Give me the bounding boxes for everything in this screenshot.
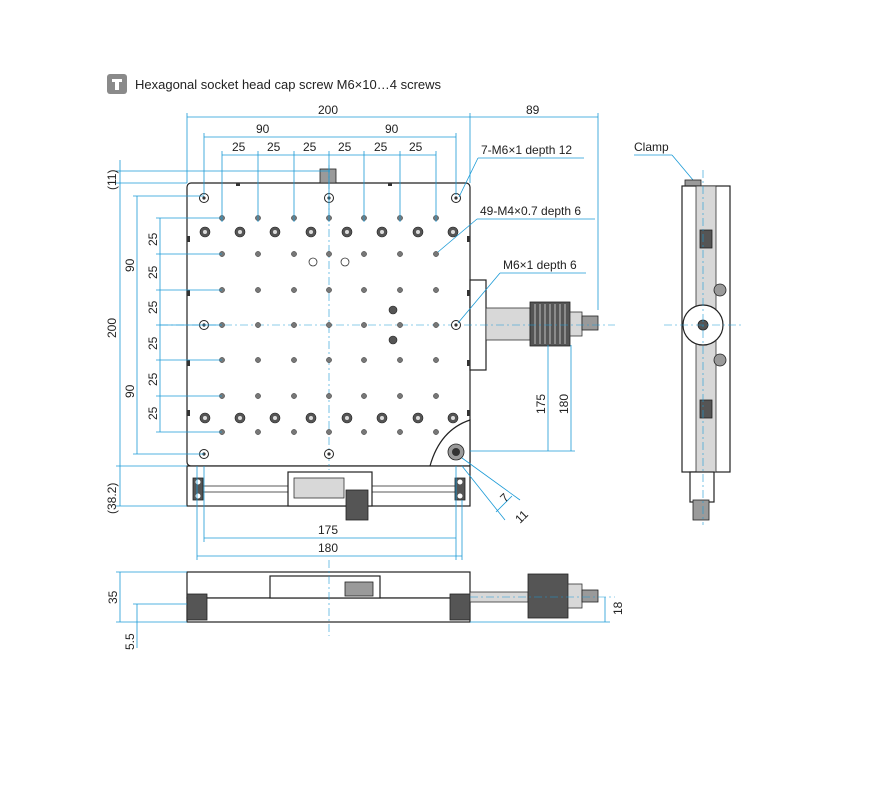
micrometer-knob — [581, 315, 599, 331]
dim-knob-height: 18 — [611, 601, 625, 615]
dim-vpitch-1: 25 — [146, 232, 160, 246]
dims-top: 200 89 90 90 25 25 25 25 25 25 — [186, 103, 599, 310]
m4-hole — [397, 322, 403, 328]
m4-hole — [433, 357, 439, 363]
dim-vpitch-5: 25 — [146, 372, 160, 386]
m4-hole — [433, 322, 439, 328]
m4-hole — [397, 357, 403, 363]
m4-hole — [255, 357, 261, 363]
dims-bottom: 175 180 — [196, 466, 463, 560]
dim-travel-175: 175 — [318, 523, 338, 537]
m4-hole — [326, 287, 332, 293]
dim-span-lower: 90 — [123, 384, 137, 398]
dim-pitch-1: 25 — [232, 140, 246, 154]
top-knob — [319, 168, 337, 184]
m4-hole — [361, 357, 367, 363]
dim-side-height: 35 — [106, 590, 120, 604]
callout-m6-depth6: M6×1 depth 6 — [503, 258, 577, 272]
front-thimble — [527, 573, 569, 619]
dim-pitch-6: 25 — [409, 140, 423, 154]
m4-hole — [255, 429, 261, 435]
dim-overall-height: 200 — [105, 318, 119, 338]
m4-hole — [433, 393, 439, 399]
m4-hole — [291, 429, 297, 435]
m4-hole — [361, 393, 367, 399]
m4-hole — [291, 322, 297, 328]
m4-hole — [255, 287, 261, 293]
m4-hole — [361, 429, 367, 435]
hole-grid — [187, 183, 470, 459]
dim-span-right: 90 — [385, 122, 399, 136]
m4-hole — [255, 251, 261, 257]
counter-display — [293, 477, 345, 499]
m4-hole — [255, 322, 261, 328]
front-base — [186, 597, 471, 623]
dim-overall-width: 200 — [318, 103, 338, 117]
dim-overhang: 89 — [526, 103, 540, 117]
callout-clamp: Clamp — [634, 140, 669, 154]
m4-hole — [361, 251, 367, 257]
m4-hole — [433, 251, 439, 257]
counter-knob — [345, 489, 369, 521]
m4-hole — [326, 357, 332, 363]
dims-right: 175 180 7 11 — [461, 345, 575, 526]
m4-hole — [433, 429, 439, 435]
dim-pitch-2: 25 — [267, 140, 281, 154]
legend-text: Hexagonal socket head cap screw M6×10…4 … — [135, 77, 442, 92]
dim-vpitch-3: 25 — [146, 300, 160, 314]
dim-vpitch-4: 25 — [146, 336, 160, 350]
m4-hole — [397, 429, 403, 435]
m4-hole — [326, 429, 332, 435]
m4-hole — [397, 393, 403, 399]
dim-pitch-4: 25 — [338, 140, 352, 154]
dim-vpitch-2: 25 — [146, 265, 160, 279]
m4-hole — [291, 393, 297, 399]
front-view: 35 5.5 18 — [106, 560, 625, 650]
m4-hole — [291, 357, 297, 363]
top-view — [160, 165, 615, 521]
m4-hole — [326, 393, 332, 399]
dim-v180: 180 — [557, 394, 571, 414]
dim-vpitch-6: 25 — [146, 406, 160, 420]
m4-hole — [433, 287, 439, 293]
callout-m4: 49-M4×0.7 depth 6 — [480, 204, 581, 218]
m4-hole — [291, 251, 297, 257]
dim-top-offset: (11) — [105, 170, 119, 190]
m4-hole — [361, 322, 367, 328]
m4-hole — [326, 251, 332, 257]
dim-span-left: 90 — [256, 122, 270, 136]
dim-pitch-3: 25 — [303, 140, 317, 154]
dim-pitch-5: 25 — [374, 140, 388, 154]
dim-travel-180: 180 — [318, 541, 338, 555]
micrometer-sleeve — [485, 307, 531, 341]
m4-hole — [291, 287, 297, 293]
callouts: 7-M6×1 depth 12 49-M4×0.7 depth 6 M6×1 d… — [437, 140, 694, 324]
m4-hole — [361, 287, 367, 293]
m4-hole — [255, 393, 261, 399]
legend: Hexagonal socket head cap screw M6×10…4 … — [107, 74, 442, 94]
dim-slot-11: 11 — [512, 507, 531, 526]
m4-hole — [397, 287, 403, 293]
side-view-right — [664, 170, 742, 525]
callout-m6-depth12: 7-M6×1 depth 12 — [481, 143, 572, 157]
dim-side-base: 5.5 — [123, 633, 137, 650]
m4-hole — [326, 322, 332, 328]
dim-span-upper: 90 — [123, 258, 137, 272]
m4-hole — [397, 251, 403, 257]
dims-left: (11) 200 (38.2) 90 90 25 25 25 25 25 25 — [105, 160, 330, 514]
dim-v175: 175 — [534, 394, 548, 414]
dim-bottom-extension: (38.2) — [105, 483, 119, 514]
